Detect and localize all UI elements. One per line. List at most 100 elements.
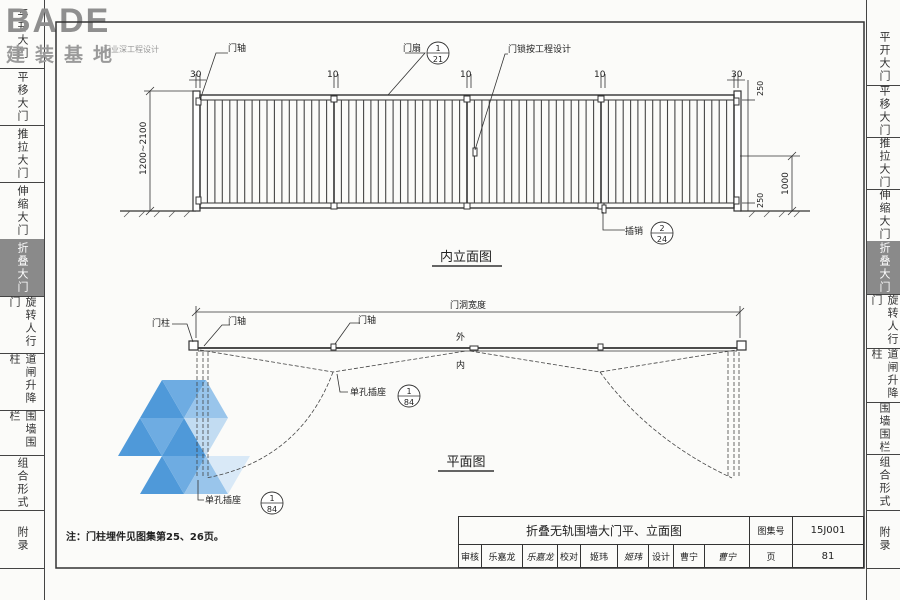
left-tab-label: 平移大门	[16, 70, 29, 123]
review-label: 审核	[459, 545, 482, 567]
left-tab-6[interactable]: 道闸升降柱	[0, 353, 44, 411]
right-tab-label: 附录	[878, 526, 891, 552]
left-tab-column: 平开大门 平移大门 推拉大门 伸缩大门 折叠大门 旋转人行门 道闸升降柱 围墙围…	[0, 0, 45, 600]
right-tab-5[interactable]: 旋转人行门	[867, 294, 900, 349]
bolt-ref-bottom: 24	[657, 235, 667, 244]
left-tab-label: 旋转人行门	[8, 296, 37, 348]
leaf-ref-bubble: 1 21	[426, 41, 450, 65]
right-tab-label: 平移大门	[878, 85, 891, 137]
dim-right-mid: 1000	[781, 172, 791, 195]
label-leaf: 门扇	[403, 42, 421, 54]
left-tab-label: 道闸升降柱	[8, 353, 37, 405]
socket1-ref-bubble: 1 84	[397, 384, 421, 408]
socket1-ref-top: 1	[406, 387, 411, 396]
bolt-ref-top: 2	[659, 224, 664, 233]
left-tab-0[interactable]: 平开大门	[0, 0, 44, 69]
drawing-title: 折叠无轨围墙大门平、立面图	[459, 517, 750, 544]
right-tab-label: 折叠大门	[878, 241, 891, 294]
label-axis-2: 门轴	[358, 314, 376, 326]
socket2-ref-bottom: 84	[267, 505, 277, 514]
right-tab-label: 道闸升降柱	[870, 348, 899, 400]
brand-logo: BADE 建装基地 门业深工程设计	[6, 2, 159, 67]
title-block: 折叠无轨围墙大门平、立面图 图集号 15J001 审核 乐嘉龙 乐嘉龙 校对 姬…	[458, 516, 864, 568]
label-post: 门柱	[152, 317, 170, 329]
left-tab-label: 附录	[16, 526, 29, 552]
right-tab-9[interactable]: 附录	[867, 510, 900, 569]
plan-title: 平面图	[446, 455, 485, 470]
left-tab-label: 伸缩大门	[16, 184, 29, 237]
elevation-view: 30 10 10 10 30 1200~2100 250 1000 250 门轴…	[120, 41, 810, 267]
plan-view: 门洞宽度 外 内	[152, 299, 747, 515]
sheet-frame	[55, 21, 865, 569]
left-tab-2[interactable]: 推拉大门	[0, 125, 44, 183]
right-tab-label: 平开大门	[878, 30, 891, 83]
label-axis: 门轴	[228, 42, 246, 54]
designer-signature: 曹宁	[705, 545, 750, 567]
right-tab-8[interactable]: 组合形式	[867, 454, 900, 511]
brand-subtitle: 建装基地	[6, 44, 123, 66]
checker-name: 姬玮	[581, 545, 618, 567]
label-axis-1: 门轴	[228, 315, 246, 327]
brand-tagline: 门业深工程设计	[103, 45, 159, 54]
socket2-ref-bubble: 1 84	[260, 491, 284, 515]
label-lock: 门锁按工程设计	[508, 43, 571, 55]
dim-top-left: 30	[190, 70, 202, 80]
checker-signature: 姬玮	[618, 545, 649, 567]
label-inside: 内	[456, 359, 465, 371]
dim-top-2: 10	[460, 70, 472, 80]
check-label: 校对	[558, 545, 581, 567]
height-dim: 1200~2100	[139, 121, 149, 175]
label-outside: 外	[456, 331, 465, 343]
left-tab-label: 折叠大门	[16, 241, 29, 294]
left-tab-4[interactable]: 折叠大门	[0, 239, 44, 297]
brand-title: BADE	[6, 2, 111, 40]
right-tab-2[interactable]: 推拉大门	[867, 137, 900, 190]
label-socket-2: 单孔插座	[205, 494, 241, 506]
right-tab-label: 推拉大门	[878, 137, 891, 189]
right-tab-label: 旋转人行门	[870, 294, 899, 346]
right-tab-1[interactable]: 平移大门	[867, 85, 900, 138]
bolt-ref-bubble: 2 24	[650, 221, 674, 245]
dim-right-top: 250	[756, 81, 765, 96]
left-tab-7[interactable]: 围墙围栏	[0, 410, 44, 456]
left-tab-label: 平开大门	[16, 8, 29, 60]
left-tab-label: 围墙围栏	[8, 410, 37, 449]
socket2-ref-top: 1	[269, 494, 274, 503]
designer-name: 曹宁	[674, 545, 705, 567]
page-number: 81	[821, 550, 835, 562]
logo-triangles	[118, 380, 250, 494]
right-tab-label: 组合形式	[878, 456, 891, 508]
left-tab-label: 组合形式	[16, 456, 29, 509]
elevation-title: 内立面图	[440, 249, 492, 265]
design-label: 设计	[649, 545, 674, 567]
right-tab-label: 伸缩大门	[878, 189, 891, 241]
left-tab-9[interactable]: 附录	[0, 510, 44, 569]
socket1-ref-bottom: 84	[404, 398, 414, 407]
right-tab-6[interactable]: 道闸升降柱	[867, 348, 900, 403]
right-tab-label: 围墙围栏	[878, 402, 891, 454]
left-tab-1[interactable]: 平移大门	[0, 68, 44, 126]
dim-top-right: 30	[731, 70, 743, 80]
reviewer-name: 乐嘉龙	[482, 545, 523, 567]
leaf-ref-bottom: 21	[433, 55, 443, 64]
atlas-number: 15J001	[810, 525, 846, 536]
label-bolt: 插销	[625, 225, 643, 237]
right-tab-7[interactable]: 围墙围栏	[867, 402, 900, 455]
dim-top-3: 10	[594, 70, 606, 80]
right-tab-column: 平开大门 平移大门 推拉大门 伸缩大门 折叠大门 旋转人行门 道闸升降柱 围墙围…	[866, 0, 900, 600]
right-tab-4[interactable]: 折叠大门	[867, 241, 900, 295]
dim-top-1: 10	[327, 70, 339, 80]
left-tab-5[interactable]: 旋转人行门	[0, 296, 44, 354]
left-tab-8[interactable]: 组合形式	[0, 455, 44, 511]
reviewer-signature: 乐嘉龙	[523, 545, 558, 567]
width-dim: 门洞宽度	[450, 299, 486, 311]
dim-right-bottom: 250	[756, 193, 765, 208]
label-socket-1: 单孔插座	[350, 386, 386, 398]
page-label: 页	[750, 545, 793, 567]
footnote: 注：门柱埋件见图集第25、26页。	[66, 532, 224, 543]
atlas-label: 图集号	[750, 517, 793, 544]
right-tab-0[interactable]: 平开大门	[867, 28, 900, 86]
left-tab-label: 推拉大门	[16, 127, 29, 180]
